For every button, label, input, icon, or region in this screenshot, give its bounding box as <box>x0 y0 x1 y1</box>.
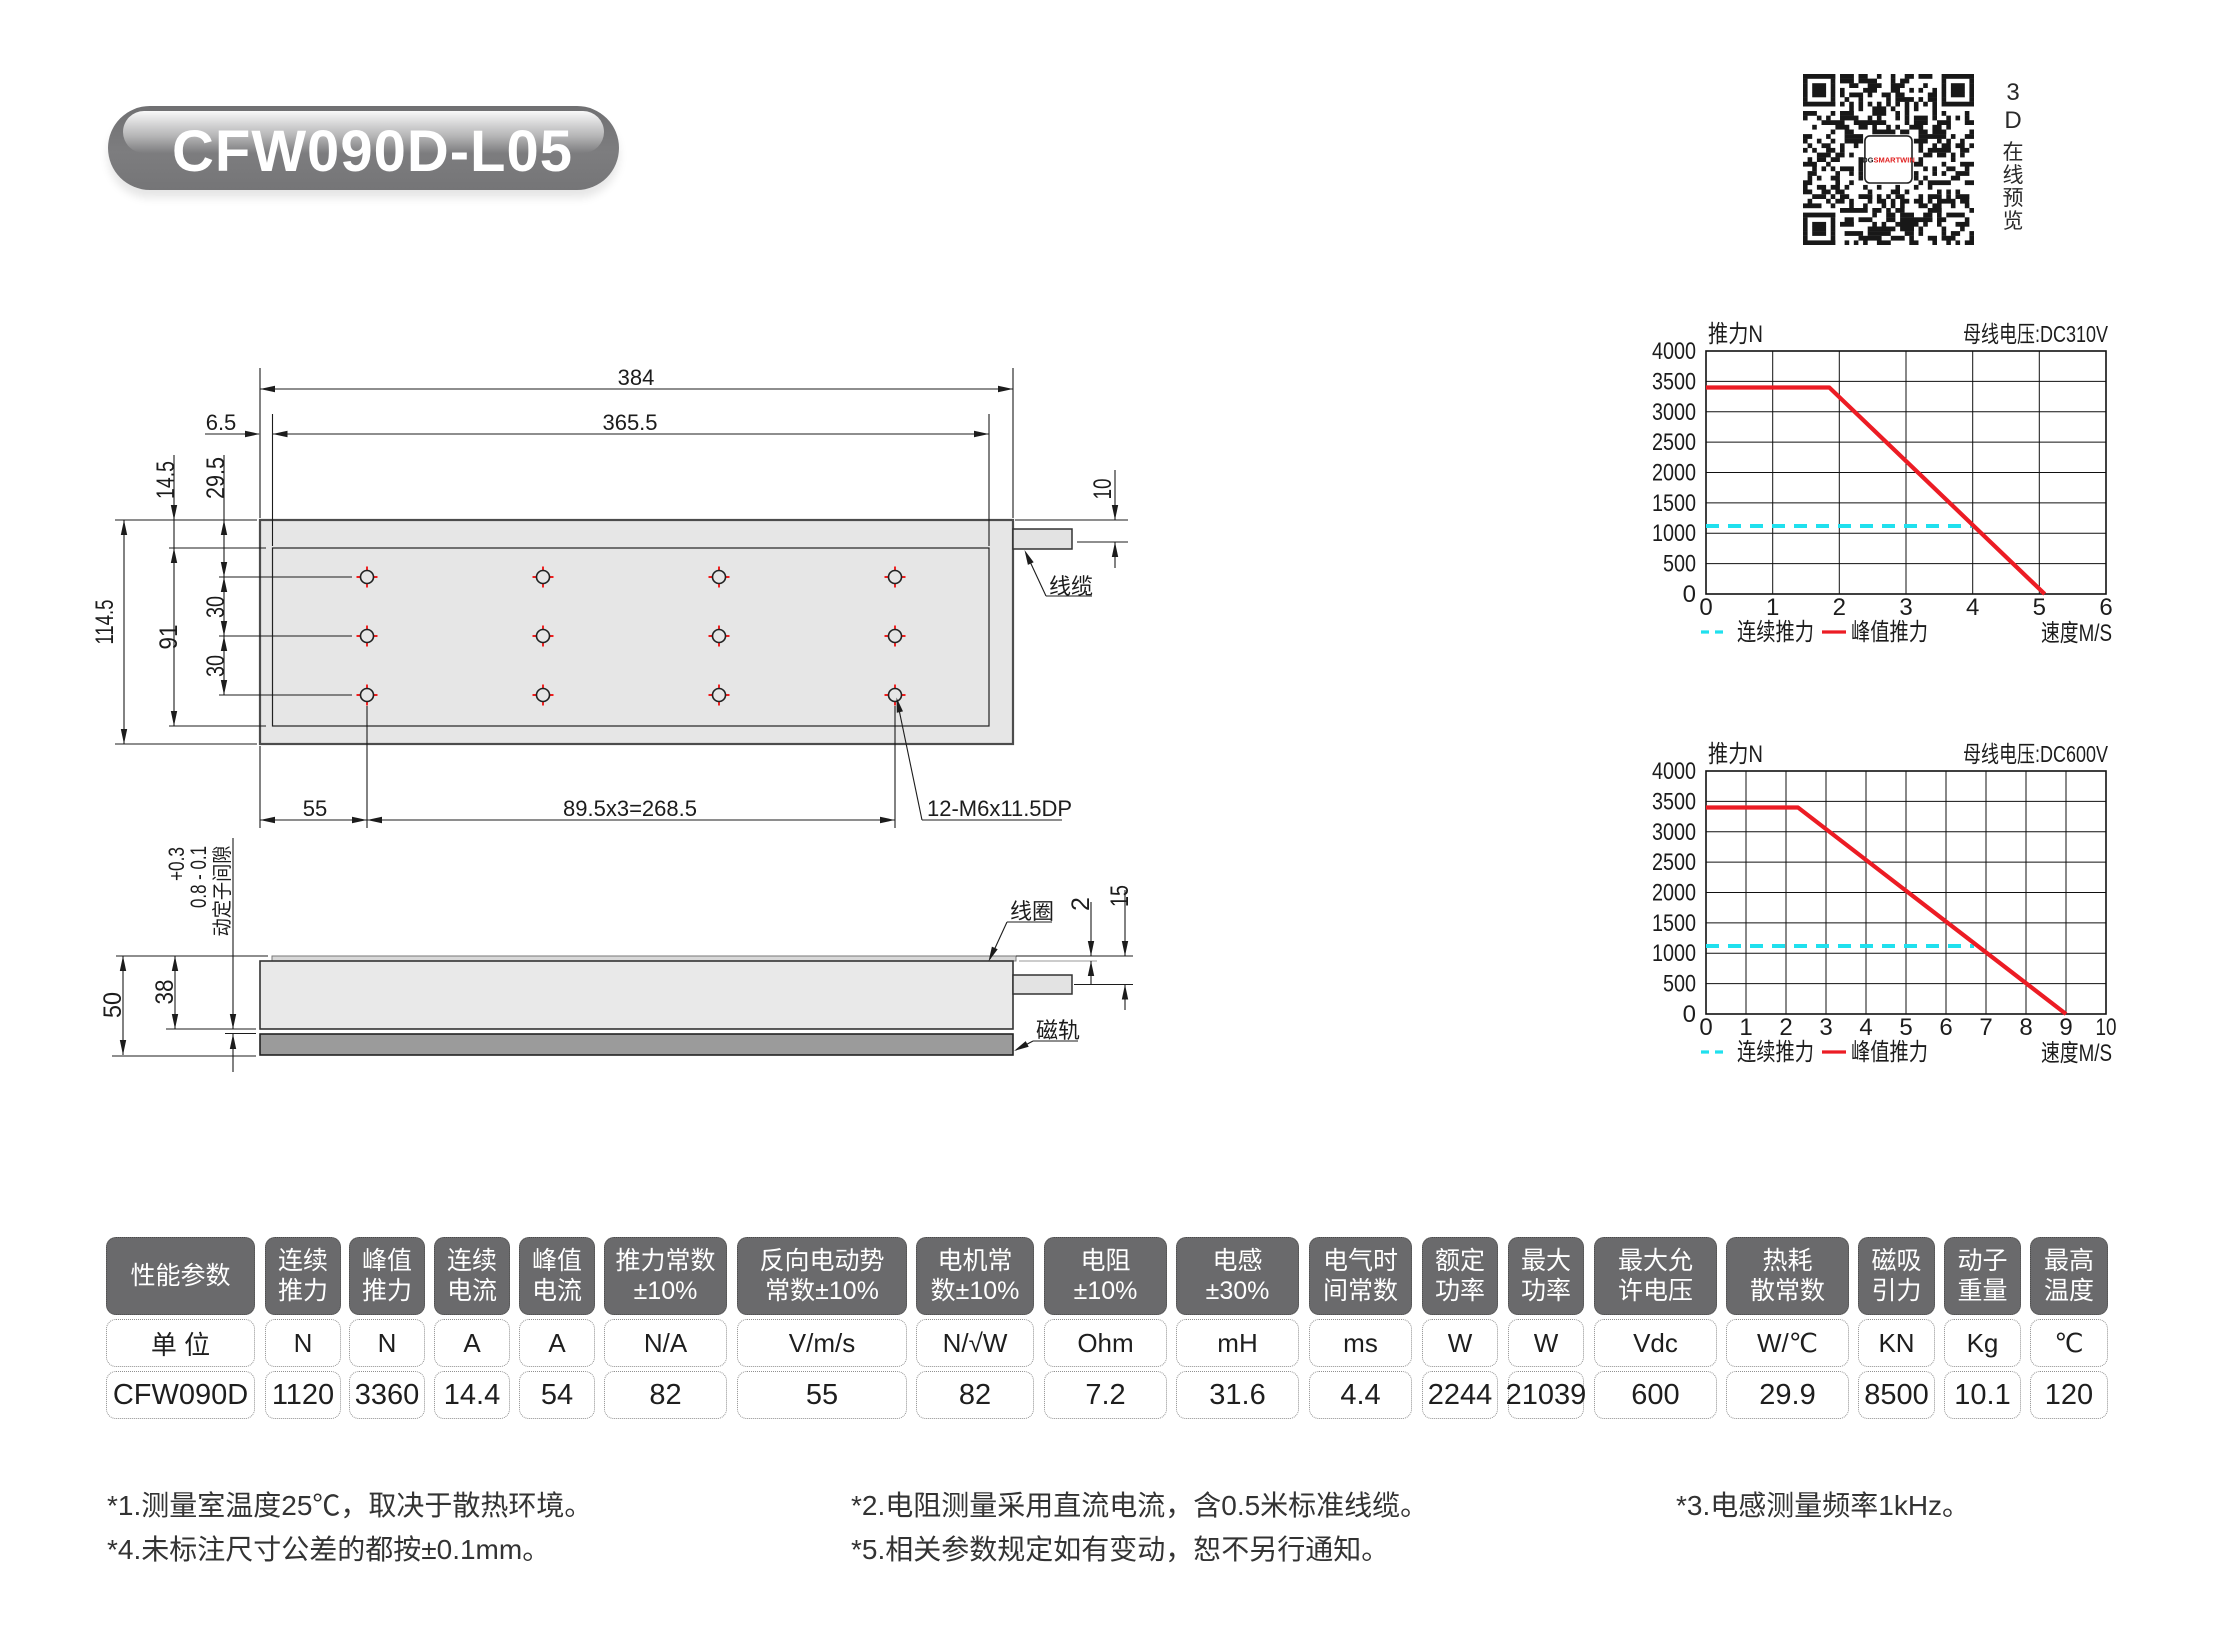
svg-text:0: 0 <box>1699 1014 1712 1041</box>
svg-text:14.5: 14.5 <box>152 461 180 499</box>
svg-text:3500: 3500 <box>1652 788 1696 815</box>
svg-text:2000: 2000 <box>1652 460 1696 487</box>
svg-text:365.5: 365.5 <box>602 410 657 435</box>
svg-text:4000: 4000 <box>1652 758 1696 785</box>
svg-text:1000: 1000 <box>1652 520 1696 547</box>
svg-text:2500: 2500 <box>1652 849 1696 876</box>
svg-text:4000: 4000 <box>1652 338 1696 365</box>
svg-text:+0.3: +0.3 <box>164 847 189 881</box>
svg-text:15: 15 <box>1106 885 1134 907</box>
svg-text:推力N: 推力N <box>1708 741 1763 768</box>
svg-text:线缆: 线缆 <box>1049 574 1093 599</box>
svg-text:5: 5 <box>1899 1014 1912 1041</box>
svg-text:DGSMARTWIN: DGSMARTWIN <box>1862 156 1915 165</box>
svg-text:磁轨: 磁轨 <box>1036 1018 1080 1043</box>
svg-text:线圈: 线圈 <box>1010 899 1054 924</box>
svg-text:6.5: 6.5 <box>206 410 237 435</box>
svg-text:0: 0 <box>1683 581 1696 608</box>
svg-text:1000: 1000 <box>1652 940 1696 967</box>
svg-text:0: 0 <box>1699 594 1712 621</box>
svg-text:10: 10 <box>1089 479 1117 500</box>
svg-text:3000: 3000 <box>1652 819 1696 846</box>
svg-text:3000: 3000 <box>1652 399 1696 426</box>
svg-text:1500: 1500 <box>1652 490 1696 517</box>
svg-text:30: 30 <box>202 596 230 618</box>
svg-text:30: 30 <box>202 655 230 677</box>
svg-text:6: 6 <box>1939 1014 1952 1041</box>
svg-text:0.8 - 0.1: 0.8 - 0.1 <box>186 846 211 908</box>
svg-text:7: 7 <box>1979 1014 1992 1041</box>
svg-text:384: 384 <box>618 365 655 390</box>
svg-text:峰值推力: 峰值推力 <box>1851 619 1928 646</box>
svg-text:2500: 2500 <box>1652 429 1696 456</box>
svg-text:8: 8 <box>2019 1014 2032 1041</box>
svg-text:速度M/S: 速度M/S <box>2041 1040 2112 1067</box>
svg-text:推力N: 推力N <box>1708 321 1763 348</box>
svg-text:89.5x3=268.5: 89.5x3=268.5 <box>563 796 697 821</box>
svg-text:峰值推力: 峰值推力 <box>1851 1039 1928 1066</box>
svg-text:38: 38 <box>151 980 179 1005</box>
svg-text:动定子间隙: 动定子间隙 <box>211 846 234 937</box>
svg-text:91: 91 <box>155 625 183 650</box>
svg-text:10: 10 <box>2096 1014 2117 1041</box>
svg-text:500: 500 <box>1663 971 1696 998</box>
svg-text:2: 2 <box>1779 1014 1792 1041</box>
svg-text:2000: 2000 <box>1652 880 1696 907</box>
svg-text:1: 1 <box>1766 594 1779 621</box>
svg-text:12-M6x11.5DP: 12-M6x11.5DP <box>927 796 1072 821</box>
svg-text:9: 9 <box>2059 1014 2072 1041</box>
svg-text:1: 1 <box>1739 1014 1752 1041</box>
svg-text:3: 3 <box>1819 1014 1832 1041</box>
svg-text:6: 6 <box>2099 594 2112 621</box>
svg-text:连续推力: 连续推力 <box>1737 619 1814 646</box>
svg-text:5: 5 <box>2033 594 2046 621</box>
svg-text:3500: 3500 <box>1652 368 1696 395</box>
svg-text:50: 50 <box>99 992 127 1018</box>
svg-text:2: 2 <box>1067 897 1095 911</box>
svg-text:1500: 1500 <box>1652 910 1696 937</box>
svg-text:2: 2 <box>1833 594 1846 621</box>
svg-text:0: 0 <box>1683 1001 1696 1028</box>
svg-text:4: 4 <box>1966 594 1979 621</box>
svg-text:55: 55 <box>303 796 327 821</box>
svg-text:母线电压:DC310V: 母线电压:DC310V <box>1963 321 2109 347</box>
svg-text:29.5: 29.5 <box>202 457 230 499</box>
svg-text:4: 4 <box>1859 1014 1872 1041</box>
svg-text:连续推力: 连续推力 <box>1737 1039 1814 1066</box>
svg-text:3: 3 <box>1899 594 1912 621</box>
svg-text:母线电压:DC600V: 母线电压:DC600V <box>1963 741 2109 767</box>
svg-text:114.5: 114.5 <box>91 600 119 645</box>
svg-text:500: 500 <box>1663 551 1696 578</box>
svg-text:速度M/S: 速度M/S <box>2041 620 2112 647</box>
